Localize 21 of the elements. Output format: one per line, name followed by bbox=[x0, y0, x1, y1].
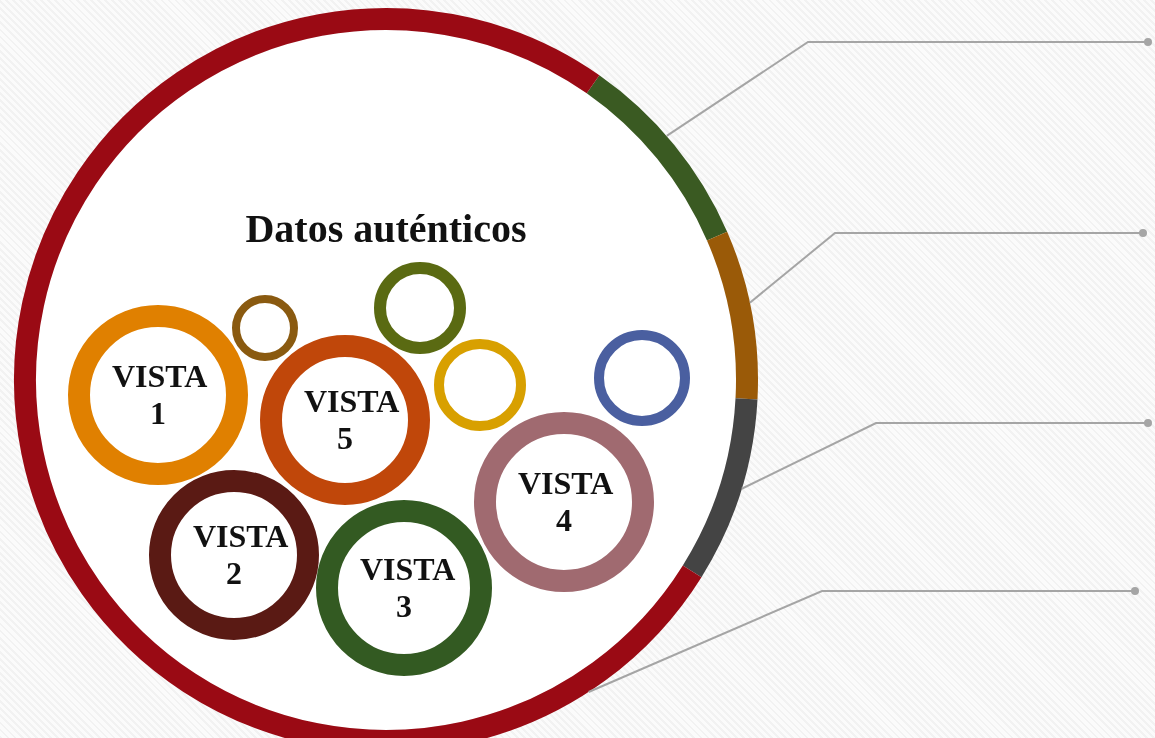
circle-ring bbox=[232, 295, 298, 361]
leader-line bbox=[665, 38, 1152, 137]
ring-label: VISTA 2 bbox=[192, 518, 290, 592]
ring-label: VISTA 4 bbox=[517, 465, 615, 539]
ring-segment bbox=[682, 397, 758, 577]
heading: Datos auténticos bbox=[244, 205, 528, 252]
leader-line bbox=[748, 229, 1147, 304]
circle-ring bbox=[260, 335, 430, 505]
circle-ring bbox=[374, 262, 466, 354]
leader-line bbox=[740, 419, 1152, 490]
ring-label: VISTA 3 bbox=[359, 551, 457, 625]
leader-line bbox=[587, 587, 1139, 693]
ring-label: VISTA 5 bbox=[303, 383, 401, 457]
circle-ring bbox=[149, 470, 319, 640]
circle-ring bbox=[68, 305, 248, 485]
ring-label: VISTA 1 bbox=[111, 358, 209, 432]
ring-segment bbox=[706, 232, 758, 399]
circle-ring bbox=[316, 500, 492, 676]
circle-ring bbox=[594, 330, 690, 426]
circle-ring bbox=[474, 412, 654, 592]
circle-ring bbox=[434, 339, 526, 431]
